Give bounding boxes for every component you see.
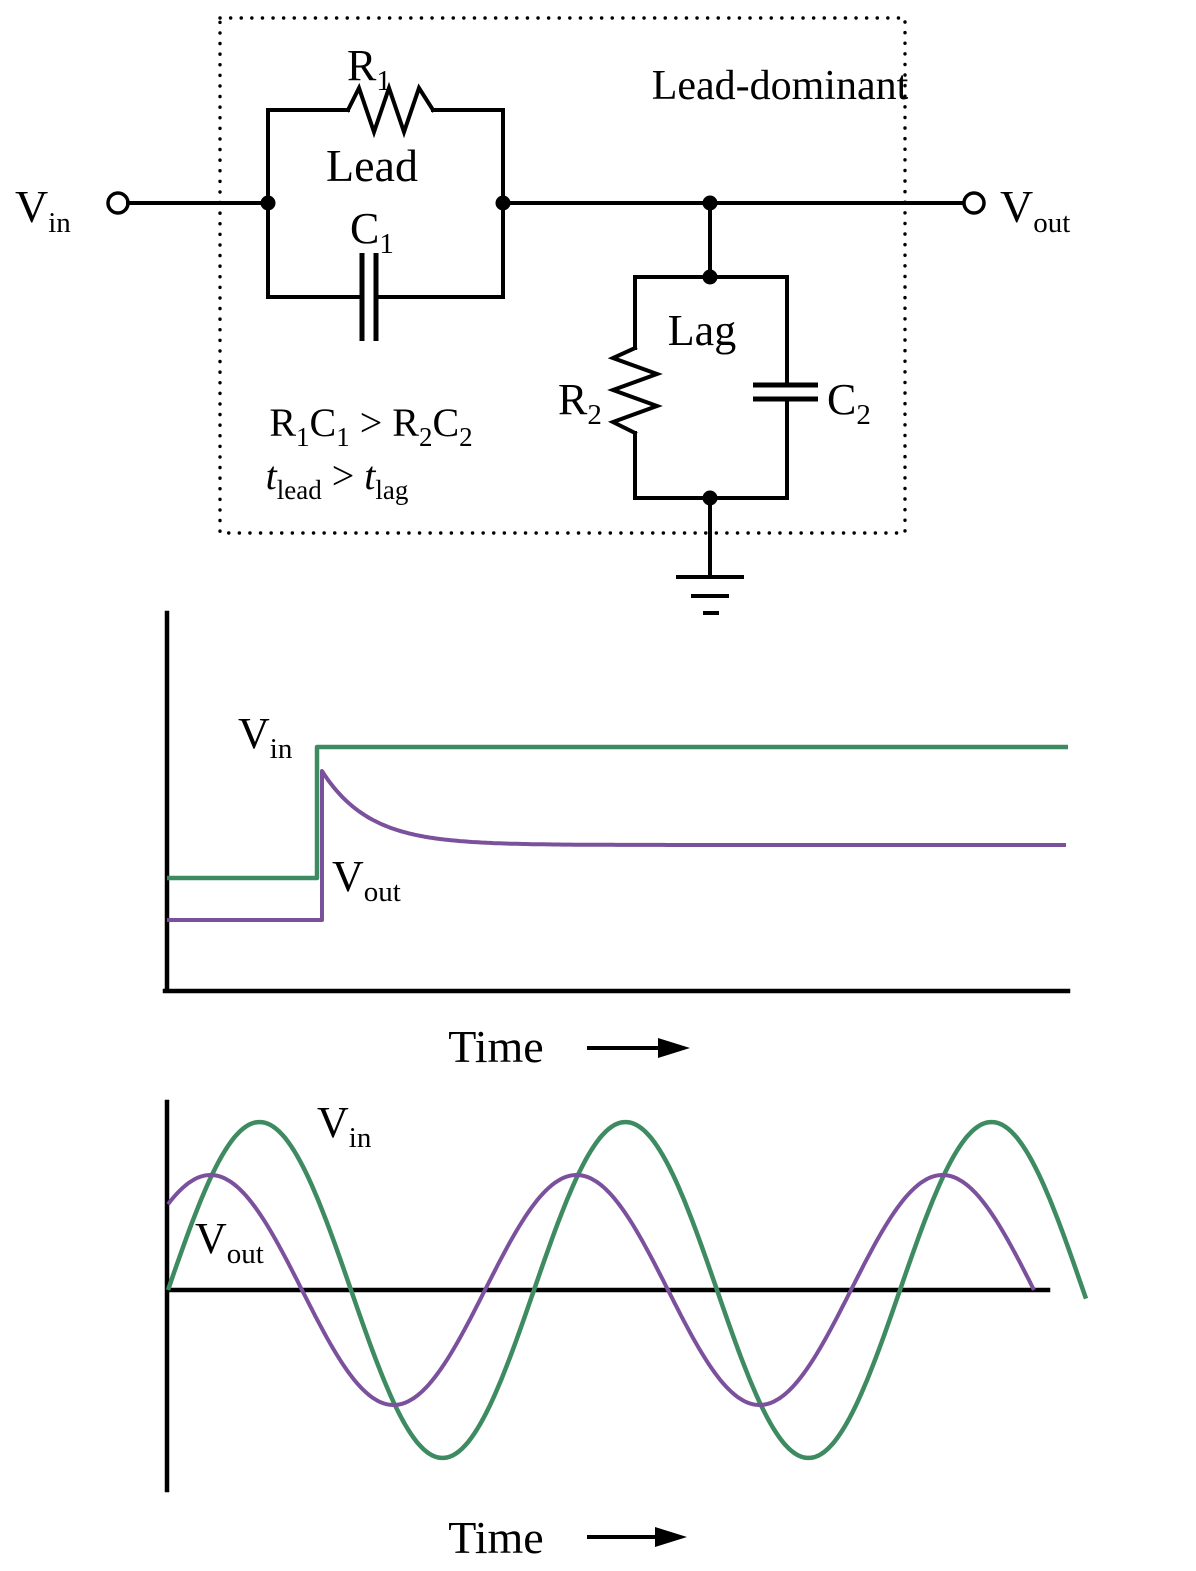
resistor-r2-icon — [607, 345, 663, 436]
lag-box-right-top — [708, 275, 789, 387]
lead-box-right-bottom — [374, 201, 505, 299]
step-vout-label: Vout — [332, 852, 401, 908]
formula-t: tlead > tlag — [266, 453, 409, 505]
circuit-diagram: Lead-dominant Vin R1 Lead C1 Vout — [15, 16, 1070, 615]
circuit-title: Lead-dominant — [652, 63, 909, 109]
capacitor-c1-icon — [359, 253, 379, 341]
time-arrow-icon — [587, 1038, 690, 1058]
resistor-r1-icon — [345, 81, 436, 139]
r2-label: R2 — [558, 375, 602, 431]
lag-box-right-bottom — [708, 397, 789, 500]
lead-box-left-top — [266, 108, 350, 205]
vin-terminal-label: Vin — [15, 181, 71, 239]
sine-vout-label: Vout — [195, 1214, 264, 1270]
lag-box-left-top — [633, 275, 712, 350]
lead-dominant-boundary-box — [218, 16, 907, 535]
lag-box-left-bottom — [633, 431, 712, 500]
lead-box-left-bottom — [266, 201, 364, 299]
c2-label: C2 — [827, 375, 871, 431]
sine-response-plot: Vin Vout Time — [164, 1098, 1089, 1563]
step-vout-curve — [167, 769, 1066, 922]
step-vin-curve — [167, 744, 1068, 881]
step-time-axis-label: Time — [448, 1021, 690, 1072]
lead-box-right-top — [431, 108, 505, 205]
sine-vin-curve — [165, 1119, 1089, 1461]
lag-label: Lag — [668, 306, 736, 355]
time-arrow-icon — [587, 1527, 687, 1547]
step-vin-label: Vin — [238, 709, 293, 765]
capacitor-c2-icon — [753, 382, 818, 402]
ground-icon — [676, 575, 744, 615]
step-plot-axes — [162, 610, 1071, 994]
step-time-text: Time — [448, 1021, 543, 1072]
c1-label: C1 — [350, 204, 394, 260]
vin-terminal-icon — [106, 191, 130, 215]
sine-time-text: Time — [448, 1512, 543, 1563]
lead-label: Lead — [326, 140, 418, 191]
vout-terminal-icon — [962, 191, 986, 215]
junction-dots — [260, 195, 718, 506]
sine-vout-curve — [166, 1173, 1036, 1407]
sine-time-axis-label: Time — [448, 1512, 687, 1563]
sine-vin-label: Vin — [317, 1098, 372, 1154]
formula-rc: R1C1 > R2C2 — [269, 400, 472, 452]
r1-label: R1 — [347, 41, 391, 97]
vout-terminal-label: Vout — [1000, 181, 1070, 239]
step-response-plot: Vin Vout Time — [162, 610, 1071, 1072]
